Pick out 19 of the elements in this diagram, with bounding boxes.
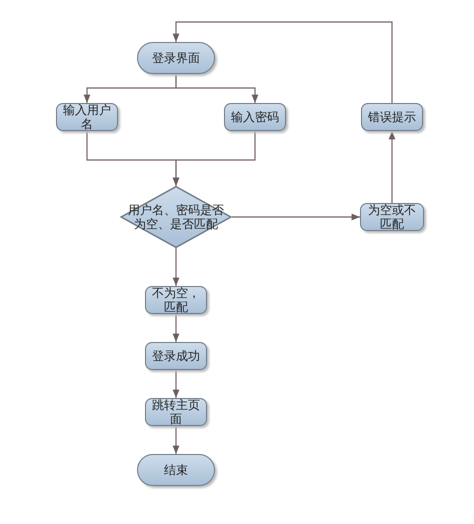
arrow bbox=[232, 214, 360, 220]
process-box: 为空或不匹配 bbox=[360, 203, 424, 231]
arrow bbox=[172, 21, 393, 103]
terminal-box: 结束 bbox=[137, 454, 215, 486]
terminal-box: 登录界面 bbox=[137, 42, 215, 74]
process-box: 不为空，匹配 bbox=[145, 286, 207, 314]
process-box: 登录成功 bbox=[145, 342, 207, 370]
process-box: 输入用户名 bbox=[56, 103, 118, 131]
arrow bbox=[172, 426, 180, 454]
process-box: 错误提示 bbox=[361, 103, 423, 131]
arrow bbox=[388, 131, 396, 203]
arrow bbox=[175, 74, 258, 103]
process-box: 输入密码 bbox=[224, 103, 286, 131]
arrow bbox=[172, 370, 180, 398]
process-box: 跳转主页面 bbox=[145, 398, 207, 426]
decision-diamond: 用户名、密码是否为空、是否匹配 bbox=[120, 186, 232, 248]
arrow bbox=[172, 314, 180, 342]
arrow bbox=[172, 248, 180, 286]
arrow bbox=[172, 131, 256, 186]
